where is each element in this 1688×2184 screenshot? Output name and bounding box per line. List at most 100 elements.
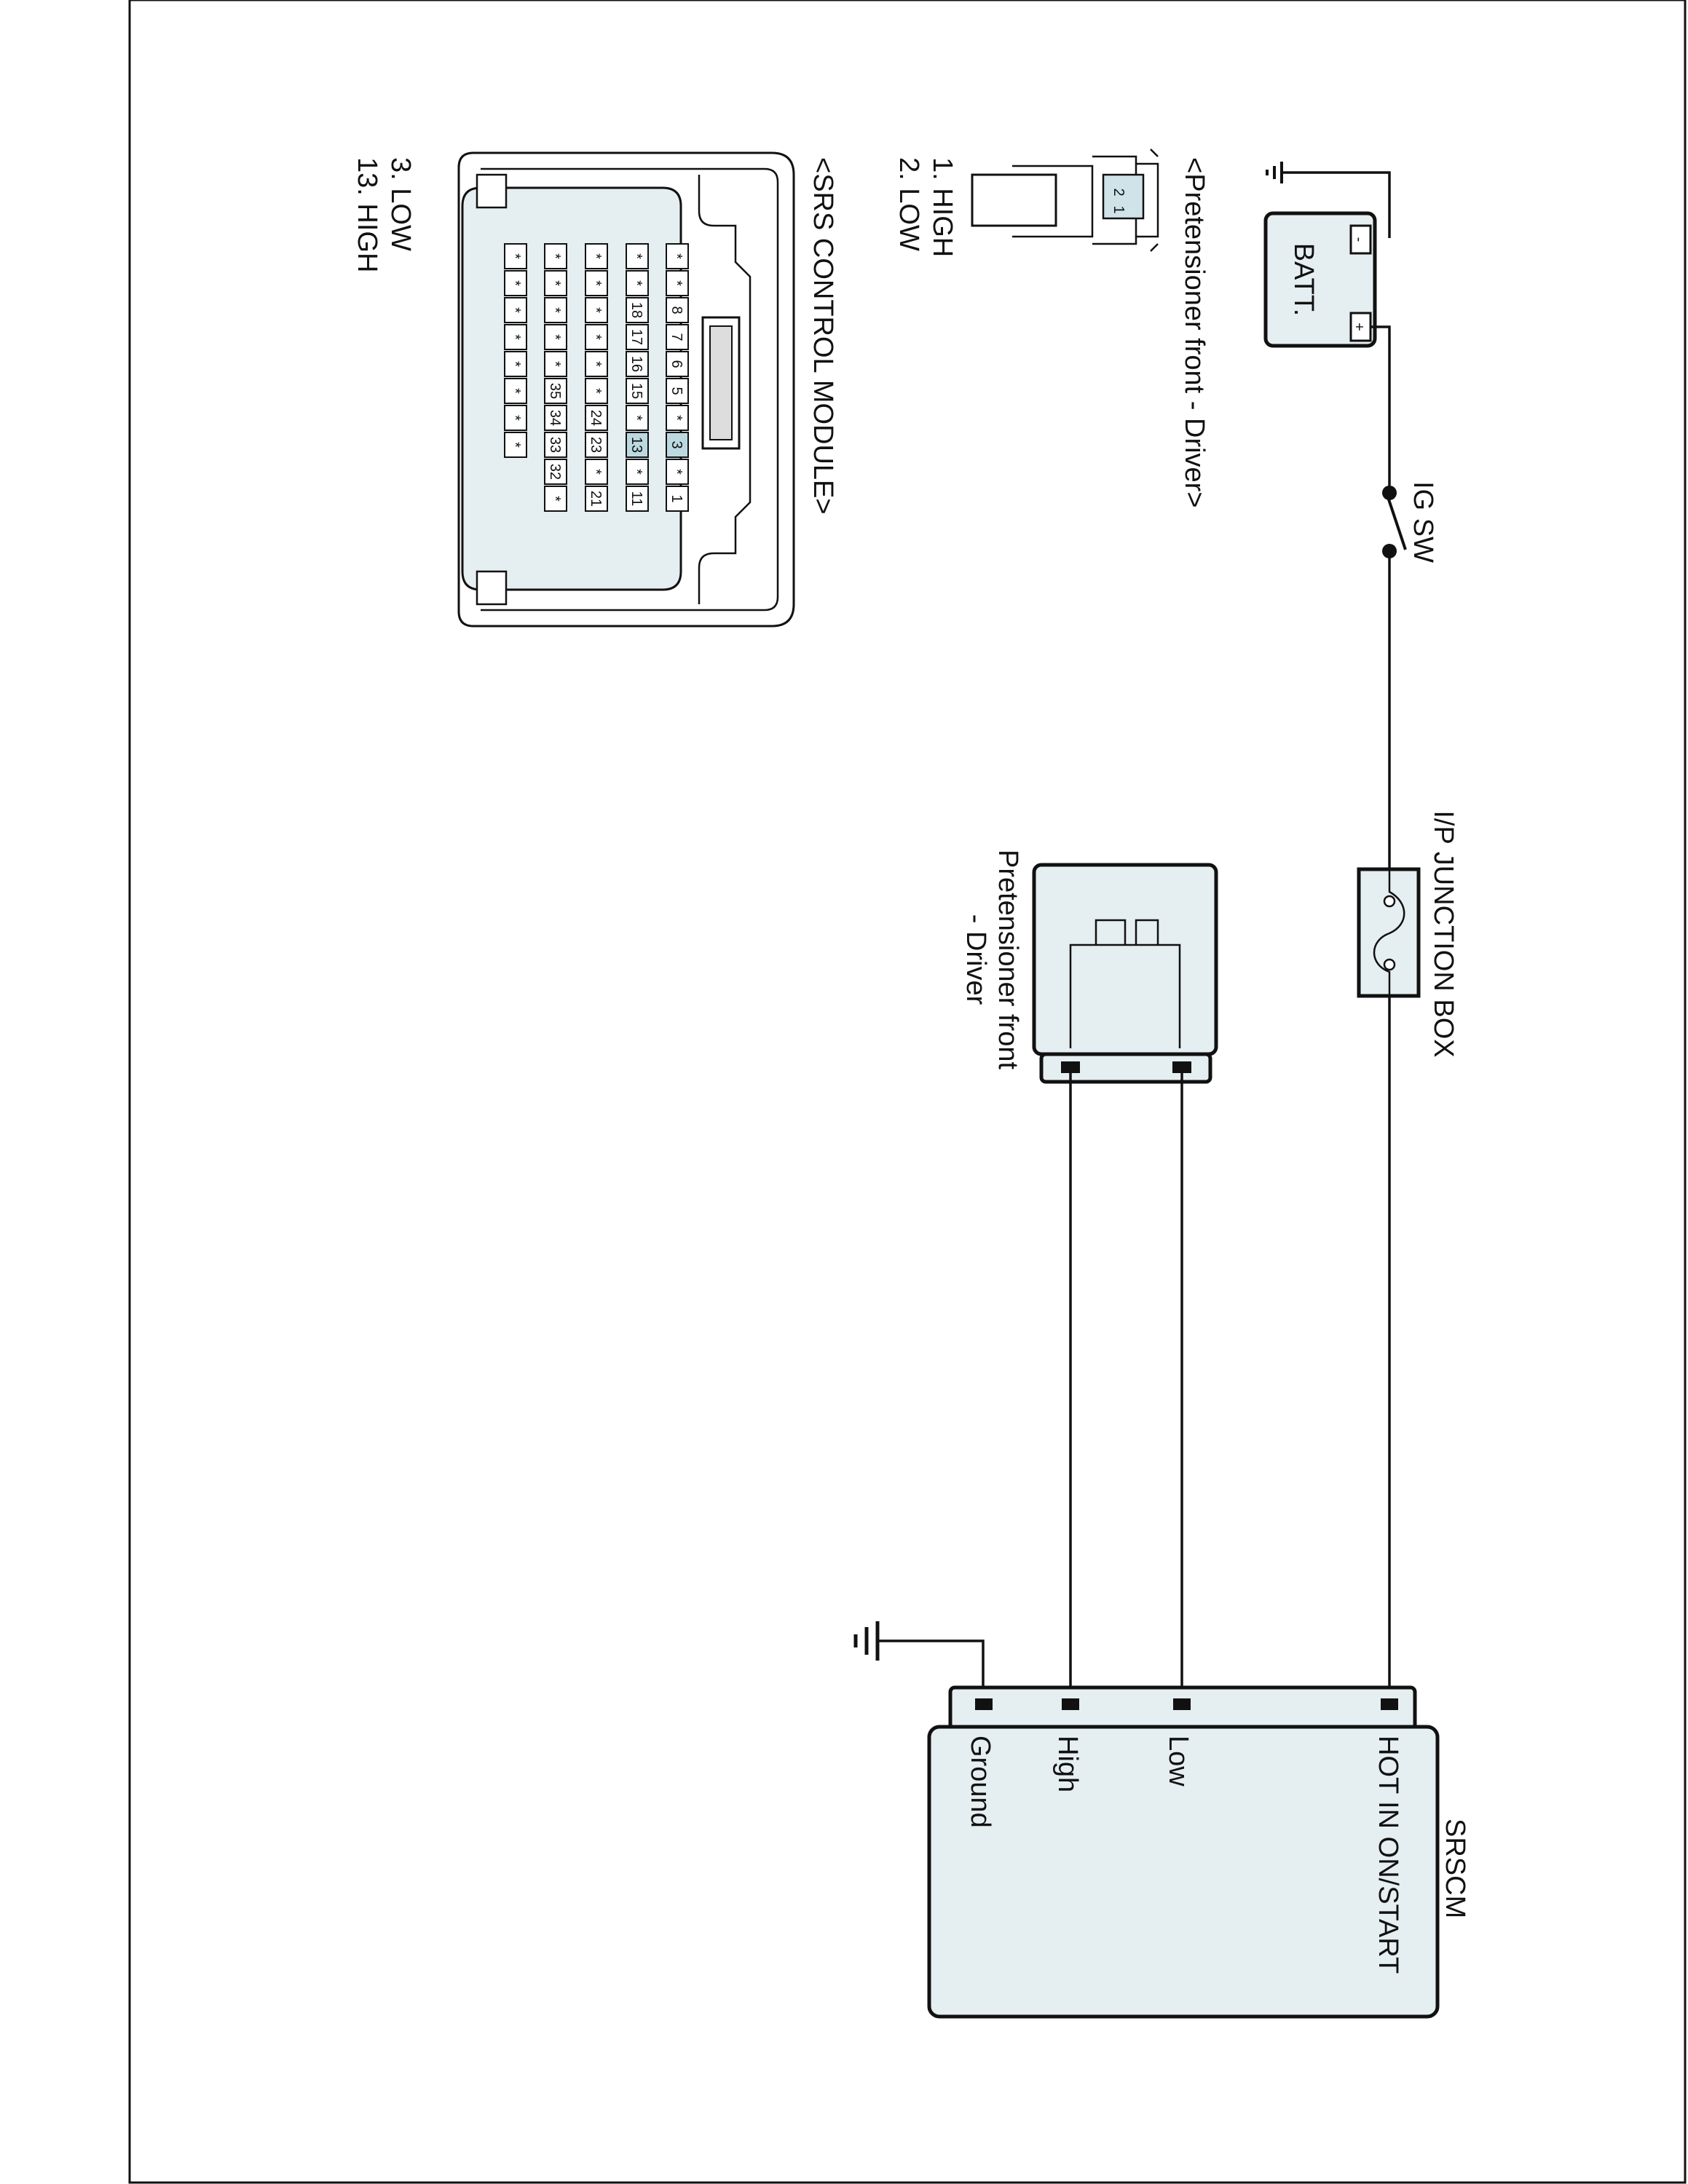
srs-pin-cell: [626, 351, 649, 377]
srs-pin-label: *: [547, 361, 563, 367]
srs-pin-cell: [626, 378, 649, 404]
srs-pin-cell: [585, 351, 608, 377]
srs-pin-cell: [544, 351, 567, 377]
srs-pin-label: 15: [628, 383, 644, 399]
srs-pin-cell: [626, 486, 649, 512]
srscm-module: SRSCM HOT IN ON/START Low High Ground: [927, 1685, 1470, 2019]
srs-pin-label: *: [628, 415, 644, 421]
srs-pin-label: *: [669, 280, 685, 286]
srs-connector-pin13: 13. HIGH: [352, 157, 382, 272]
srs-pin-label: *: [547, 307, 563, 313]
srs-pin-label: 1: [669, 494, 685, 502]
pretensioner-connector-pin2: 2. LOW: [894, 157, 924, 251]
srs-pin-label: *: [588, 388, 604, 394]
srs-pin-label: *: [507, 388, 523, 394]
srs-pin-cell: [504, 378, 527, 404]
srs-pin-cell: [626, 243, 649, 269]
srs-pin-label: *: [588, 280, 604, 286]
srs-pin-cell: [544, 459, 567, 485]
srs-pin-cell: [585, 297, 608, 323]
srs-pin-label: *: [588, 469, 604, 475]
srs-pin-label: 32: [547, 464, 563, 480]
srs-pin-cell: [626, 459, 649, 485]
srs-pin-cell: [626, 405, 649, 431]
srs-pin-cell: [666, 459, 689, 485]
srs-pin-cell: [504, 270, 527, 296]
srs-pin-label: 8: [669, 306, 685, 314]
srs-pin-cell: [666, 378, 689, 404]
ig-switch: IG SW: [1382, 481, 1438, 563]
battery-ground-symbol: [1266, 162, 1391, 238]
srs-pin-cell: [626, 297, 649, 323]
srs-pin-cell: [585, 378, 608, 404]
srs-connector-pin3: 3. LOW: [385, 157, 416, 251]
srs-pin-cell: [585, 405, 608, 431]
srs-pin-cell: [544, 432, 567, 458]
ip-junction-box-label: I/P JUNCTION BOX: [1428, 810, 1459, 1057]
srs-pin-label: *: [669, 415, 685, 421]
srs-pin-cell: [666, 405, 689, 431]
srs-pin-label: *: [547, 280, 563, 286]
srs-pin-label: 21: [588, 491, 604, 507]
battery-minus-label: -: [1351, 237, 1367, 242]
srs-connector-title: <SRS CONTROL MODULE>: [808, 157, 838, 515]
pretensioner-label-line1: Pretensioner front: [993, 850, 1023, 1069]
srs-pin-label: 6: [669, 360, 685, 368]
srs-pin-label: *: [507, 442, 523, 448]
srs-pin-label: 5: [669, 387, 685, 395]
srs-pin-cell: [544, 243, 567, 269]
srs-pin-label: *: [507, 361, 523, 367]
wire-battery-to-ig-switch: [1370, 325, 1391, 490]
srs-pin-cell: [544, 378, 567, 404]
pretensioner-label-line2: - Driver: [961, 914, 991, 1005]
srs-pin-cell: [585, 243, 608, 269]
pretensioner-connector-pin1: 1. HIGH: [927, 157, 958, 257]
srs-pin-cell: [666, 432, 689, 458]
srscm-label: SRSCM: [1440, 1819, 1470, 1918]
srs-pin-label: 7: [669, 333, 685, 341]
srs-pin-cell: [666, 270, 689, 296]
srs-pin-label: *: [588, 361, 604, 367]
srs-pin-label: *: [628, 253, 644, 259]
srs-pin-label: *: [547, 334, 563, 340]
srs-pin-cell: [585, 486, 608, 512]
srs-pin-cell: [504, 405, 527, 431]
srs-pin-label: *: [507, 280, 523, 286]
srs-pin-label: 13: [628, 437, 644, 453]
page-frame: [128, 0, 1687, 2184]
srs-pin-cell: [544, 297, 567, 323]
srs-pin-label: 34: [547, 410, 563, 426]
srscm-pin-high-label: High: [1052, 1736, 1083, 1792]
srs-pin-cell: [504, 297, 527, 323]
srscm-pin-hot-label: HOT IN ON/START: [1373, 1736, 1403, 1974]
srs-control-module-connector-view: *************35343332*******2423*21**181…: [352, 151, 838, 628]
ip-junction-box: I/P JUNCTION BOX: [1357, 810, 1459, 1058]
srs-pin-cell: [666, 324, 689, 350]
srs-pin-label: 11: [628, 491, 644, 507]
srs-pin-cell: [626, 324, 649, 350]
srs-pin-cell: [585, 270, 608, 296]
srs-pin-cell: [666, 351, 689, 377]
battery-label: BATT.: [1288, 243, 1319, 317]
srs-pin-cell: [544, 486, 567, 512]
srs-pin-cell: [626, 270, 649, 296]
srs-pin-cell: [585, 324, 608, 350]
srscm-ground-symbol: [853, 1621, 985, 1704]
srs-pin-cell: [544, 270, 567, 296]
battery: - + BATT.: [1263, 211, 1377, 348]
srs-pin-cell: [626, 432, 649, 458]
srs-pin-cell: [544, 324, 567, 350]
srs-pin-label: *: [588, 307, 604, 313]
srs-pin-label: 23: [588, 437, 604, 453]
srs-pin-cell: [666, 297, 689, 323]
srs-pin-cell: [544, 405, 567, 431]
srs-pin-label: 24: [588, 410, 604, 426]
pretensioner-connector-title: <Pretensioner front - Driver>: [1179, 157, 1210, 508]
srs-pin-label: *: [547, 253, 563, 259]
srs-pin-label: 33: [547, 437, 563, 453]
ig-switch-label: IG SW: [1408, 481, 1438, 563]
srs-pin-label: *: [507, 415, 523, 421]
srs-pin-cell: [585, 459, 608, 485]
srs-pin-grid: *************35343332*******2423*21**181…: [504, 243, 689, 512]
